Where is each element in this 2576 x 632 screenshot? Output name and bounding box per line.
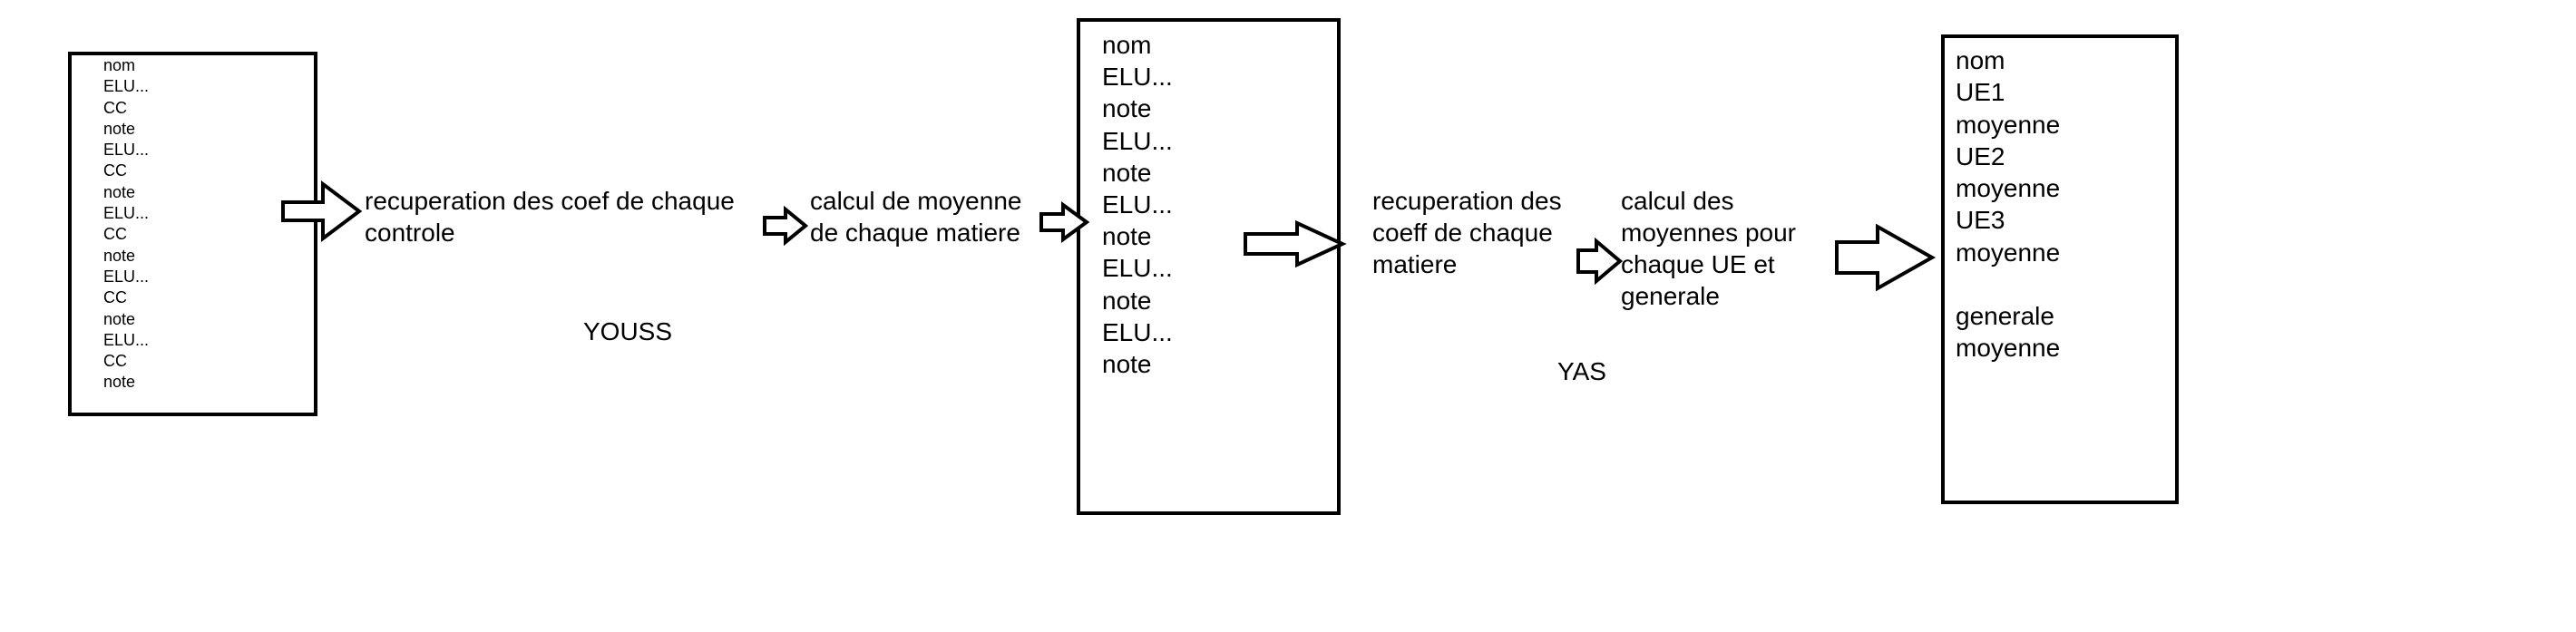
grade-item: note	[1102, 94, 1152, 123]
result-averages-box: nom UE1 moyenne UE2 moyenne UE3 moyenne …	[1941, 34, 2179, 504]
grade-item: nom	[1102, 31, 1152, 59]
grade-item: ELU...	[1102, 317, 1173, 346]
result-item: moyenne	[1956, 110, 2061, 139]
field-item: CC	[103, 352, 127, 371]
field-item: ELU...	[103, 267, 150, 286]
grade-item: ELU...	[1102, 126, 1173, 155]
field-item: ELU...	[103, 204, 150, 223]
step4-line: generale	[1621, 282, 1720, 310]
step3-line: recuperation des	[1372, 187, 1562, 215]
step2-line: de chaque matiere	[810, 219, 1020, 247]
field-item: nom	[103, 56, 136, 74]
step4-line: chaque UE et	[1621, 250, 1775, 278]
result-item: moyenne	[1956, 334, 2061, 363]
field-item: CC	[103, 161, 127, 180]
field-item: CC	[103, 98, 127, 117]
step4-line: moyennes pour	[1621, 219, 1797, 247]
step3-line: matiere	[1372, 250, 1458, 278]
grade-item: ELU...	[1102, 63, 1173, 92]
grade-item: note	[1102, 158, 1152, 187]
arrow-right-icon	[1244, 219, 1347, 268]
result-item: moyenne	[1956, 174, 2061, 203]
arrow-right-icon	[1576, 237, 1624, 286]
step1-text: recuperation des coef de chaque controle	[365, 185, 735, 248]
arrow-right-icon	[1039, 201, 1090, 243]
arrow-right-icon	[281, 180, 363, 242]
result-item: moyenne	[1956, 238, 2061, 267]
result-item: UE1	[1956, 78, 2005, 107]
field-item: CC	[103, 225, 127, 244]
label-yas: YAS	[1557, 357, 1606, 385]
arrow-right-icon	[763, 205, 809, 247]
grade-item: ELU...	[1102, 190, 1173, 219]
grade-item: ELU...	[1102, 254, 1173, 283]
step1-line: controle	[365, 219, 455, 247]
source-fields-box: nom ELU... CC note ELU... CC note ELU...…	[68, 52, 317, 416]
result-item: generale	[1956, 302, 2054, 331]
step2-text: calcul de moyenne de chaque matiere	[810, 185, 1021, 248]
step4-line: calcul des	[1621, 187, 1734, 215]
result-item: UE3	[1956, 206, 2005, 235]
field-item: note	[103, 182, 136, 201]
field-item: note	[103, 373, 136, 392]
step3-line: coeff de chaque	[1372, 219, 1553, 247]
step4-text: calcul des moyennes pour chaque UE et ge…	[1621, 185, 1796, 312]
step3-text: recuperation des coeff de chaque matiere	[1372, 185, 1562, 280]
field-item: ELU...	[103, 77, 150, 96]
grade-item: note	[1102, 222, 1152, 251]
field-item: CC	[103, 288, 127, 307]
arrow-right-icon	[1835, 223, 1937, 292]
step2-line: calcul de moyenne	[810, 187, 1022, 215]
field-item: ELU...	[103, 330, 150, 349]
result-item: nom	[1956, 46, 2005, 74]
field-item: note	[103, 119, 136, 138]
field-item: ELU...	[103, 141, 150, 160]
grade-item: note	[1102, 350, 1152, 379]
result-item: UE2	[1956, 141, 2005, 170]
label-youss: YOUSS	[583, 317, 673, 345]
field-item: note	[103, 246, 136, 265]
step1-line: recuperation des coef de chaque	[365, 187, 735, 215]
grade-item: note	[1102, 286, 1152, 315]
field-item: note	[103, 309, 136, 328]
